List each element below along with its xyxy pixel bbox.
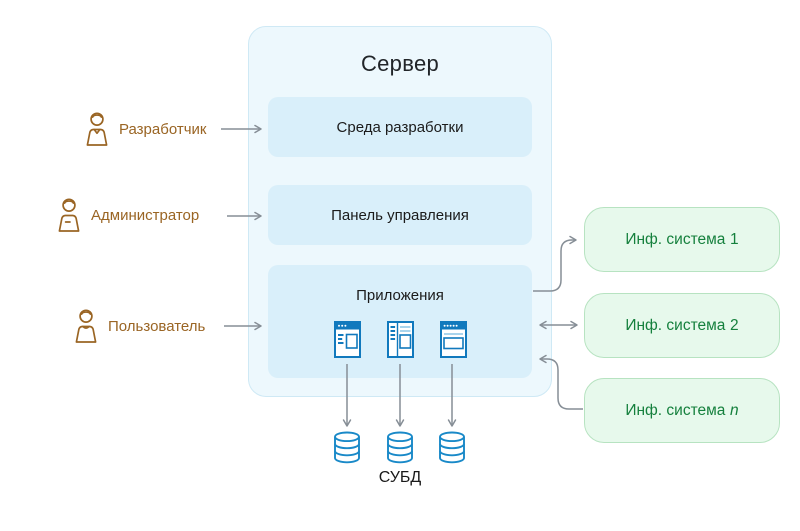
dev-environment-label: Среда разработки bbox=[336, 118, 464, 136]
control-panel-label: Панель управления bbox=[331, 206, 469, 224]
external-system-n: Инф. система n bbox=[584, 378, 780, 443]
administrator-person-icon bbox=[58, 198, 80, 232]
external-system-1-label: Инф. система bbox=[625, 230, 726, 248]
actor-developer: Разработчик bbox=[84, 110, 206, 148]
database-cylinder-icon bbox=[439, 431, 465, 464]
database-cylinder-icon bbox=[334, 431, 360, 464]
server-container: Сервер Среда разработки Панель управлени… bbox=[248, 26, 552, 397]
database-cylinder-icon bbox=[387, 431, 413, 464]
external-system-n-label: Инф. система bbox=[625, 401, 726, 419]
dev-environment-box: Среда разработки bbox=[268, 97, 532, 157]
applications-label: Приложения bbox=[356, 287, 444, 304]
actor-administrator: Администратор bbox=[56, 196, 199, 234]
application-icons-row bbox=[333, 321, 467, 358]
actor-user: Пользователь bbox=[73, 307, 205, 345]
external-system-2-number: 2 bbox=[730, 316, 739, 334]
external-system-1: Инф. система 1 bbox=[584, 207, 780, 272]
server-title: Сервер bbox=[360, 51, 440, 76]
control-panel-box: Панель управления bbox=[268, 185, 532, 245]
app-window-form-icon bbox=[439, 321, 467, 358]
dbms-label: СУБД bbox=[378, 469, 422, 486]
external-system-n-number: n bbox=[730, 401, 739, 419]
app-window-sidebar-icon bbox=[333, 321, 361, 358]
actor-administrator-label: Администратор bbox=[91, 206, 200, 224]
actor-user-label: Пользователь bbox=[108, 317, 206, 335]
external-system-2: Инф. система 2 bbox=[584, 293, 780, 358]
external-system-2-label: Инф. система bbox=[625, 316, 726, 334]
user-person-icon bbox=[75, 309, 97, 343]
external-system-1-number: 1 bbox=[730, 230, 739, 248]
applications-box: Приложения bbox=[268, 265, 532, 378]
actor-developer-label: Разработчик bbox=[119, 120, 207, 138]
developer-person-icon bbox=[86, 112, 108, 146]
app-window-list-icon bbox=[386, 321, 414, 358]
